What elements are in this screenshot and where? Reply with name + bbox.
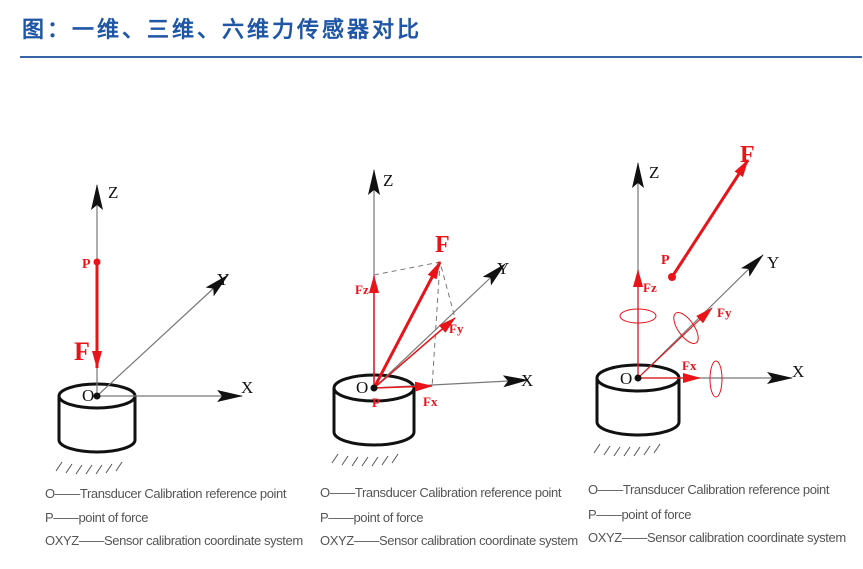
force-arrow [372,261,442,389]
panel-one-axis: O Z Y X P F [55,183,253,475]
fy-label: Fy [717,305,732,320]
legend-line: O——Transducer Calibration reference poin… [320,485,562,500]
legend-line: P——point of force [588,507,691,522]
legend-six-axis: O——Transducer Calibration reference poin… [588,482,846,545]
point-label: P [372,395,380,410]
y-axis [96,274,229,397]
y-label: Y [767,253,779,272]
fz-label: Fz [643,280,657,295]
x-label: X [521,371,533,390]
force-label: F [740,142,755,168]
projection-lines [373,261,456,389]
fy-arrow [373,317,456,389]
legend-line: OXYZ——Sensor calibration coordinate syst… [320,533,578,548]
fy-label: Fy [449,321,464,336]
force-label: F [74,337,90,366]
origin-label: O [82,386,94,405]
x-label: X [792,362,804,381]
legend-line: P——point of force [320,510,423,525]
title-divider [20,56,862,58]
mz-rotation-icon [619,308,657,324]
z-label: Z [108,183,118,202]
legend-line: O——Transducer Calibration reference poin… [588,482,830,497]
panel-six-axis: O P Z Y X F Fz Fy Fx [593,142,804,457]
page-title: 图：一维、三维、六维力传感器对比 [22,17,423,43]
fx-label: Fx [682,358,697,373]
my-rotation-icon [673,312,699,344]
point-label: P [82,257,91,272]
fy-arrow [637,307,713,379]
origin-label: O [620,369,632,388]
force-arrow [670,159,750,278]
y-label: Y [497,259,509,278]
z-label: Z [649,163,659,182]
origin-label: O [356,378,368,397]
fx-arrow [373,381,433,392]
x-label: X [241,378,253,397]
fx-label: Fx [423,394,438,409]
origin-dot [93,392,101,400]
legend-line: OXYZ——Sensor calibration coordinate syst… [45,533,303,548]
force-label: F [435,232,450,258]
panel-three-axis: O P Z Y X F Fz Fy Fx [331,169,533,467]
z-label: Z [383,171,393,190]
mx-rotation-icon [709,360,723,398]
legend-line: OXYZ——Sensor calibration coordinate syst… [588,530,846,545]
y-axis [373,263,506,389]
point-label: P [661,253,670,268]
legend-one-axis: O——Transducer Calibration reference poin… [45,486,303,548]
y-label: Y [217,270,229,289]
force-point [668,273,676,281]
legend-line: O——Transducer Calibration reference poin… [45,486,287,501]
fz-label: Fz [355,282,369,297]
origin-dot [370,384,378,392]
legend-line: P——point of force [45,510,148,525]
legend-three-axis: O——Transducer Calibration reference poin… [320,485,578,548]
origin-dot [634,374,642,382]
